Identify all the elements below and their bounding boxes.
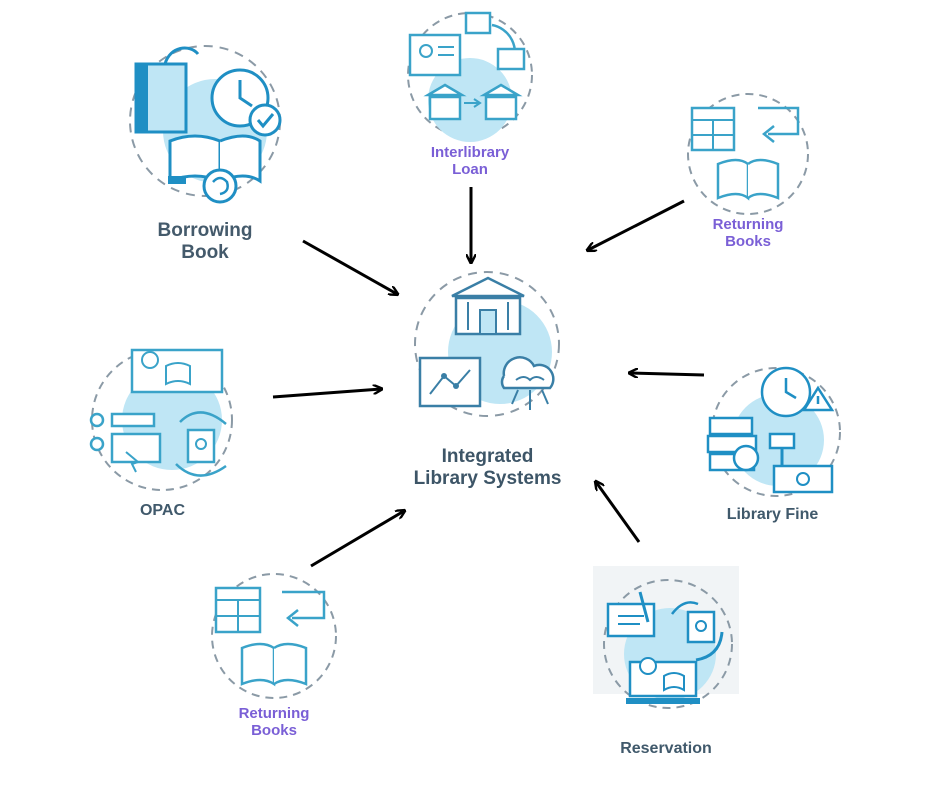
center-label: Integrated Library Systems	[413, 446, 562, 489]
returning-books-icon	[687, 93, 809, 215]
node-label: Returning Books	[712, 216, 784, 251]
node-reservation: Reservation	[596, 574, 736, 764]
borrowing-book-icon	[129, 45, 282, 204]
node-returning-books-top: Returning Books	[678, 86, 818, 256]
arrow-returning-bottom-to-center	[310, 511, 404, 568]
arrow-returning-top-to-center	[588, 199, 685, 250]
node-label: Library Fine	[726, 506, 819, 523]
arrow-reservation-to-center	[596, 482, 641, 543]
node-label: OPAC	[139, 502, 186, 519]
node-library-fine: Library Fine	[700, 362, 860, 532]
center-integrated-library-systems: Integrated Library Systems	[400, 271, 575, 492]
node-borrowing-book: Borrowing Book	[120, 36, 290, 266]
integrated-library-icon	[414, 271, 560, 417]
arrow-borrowing-to-center	[302, 239, 397, 294]
node-returning-books-bottom: Returning Books	[204, 568, 344, 748]
node-label: Interlibrary Loan	[430, 144, 510, 179]
node-opac: OPAC	[80, 340, 245, 530]
opac-icon	[89, 348, 233, 491]
library-fine-icon	[706, 366, 841, 497]
returning-books-icon	[211, 573, 337, 699]
node-label: Returning Books	[238, 705, 310, 740]
reservation-icon	[603, 579, 733, 709]
interlibrary-loan-icon	[407, 11, 533, 142]
node-interlibrary-loan: Interlibrary Loan	[400, 5, 540, 185]
node-label: Borrowing Book	[157, 220, 253, 263]
arrow-fine-to-center	[630, 373, 705, 375]
arrow-opac-to-center	[272, 389, 381, 399]
node-label: Reservation	[620, 740, 712, 757]
